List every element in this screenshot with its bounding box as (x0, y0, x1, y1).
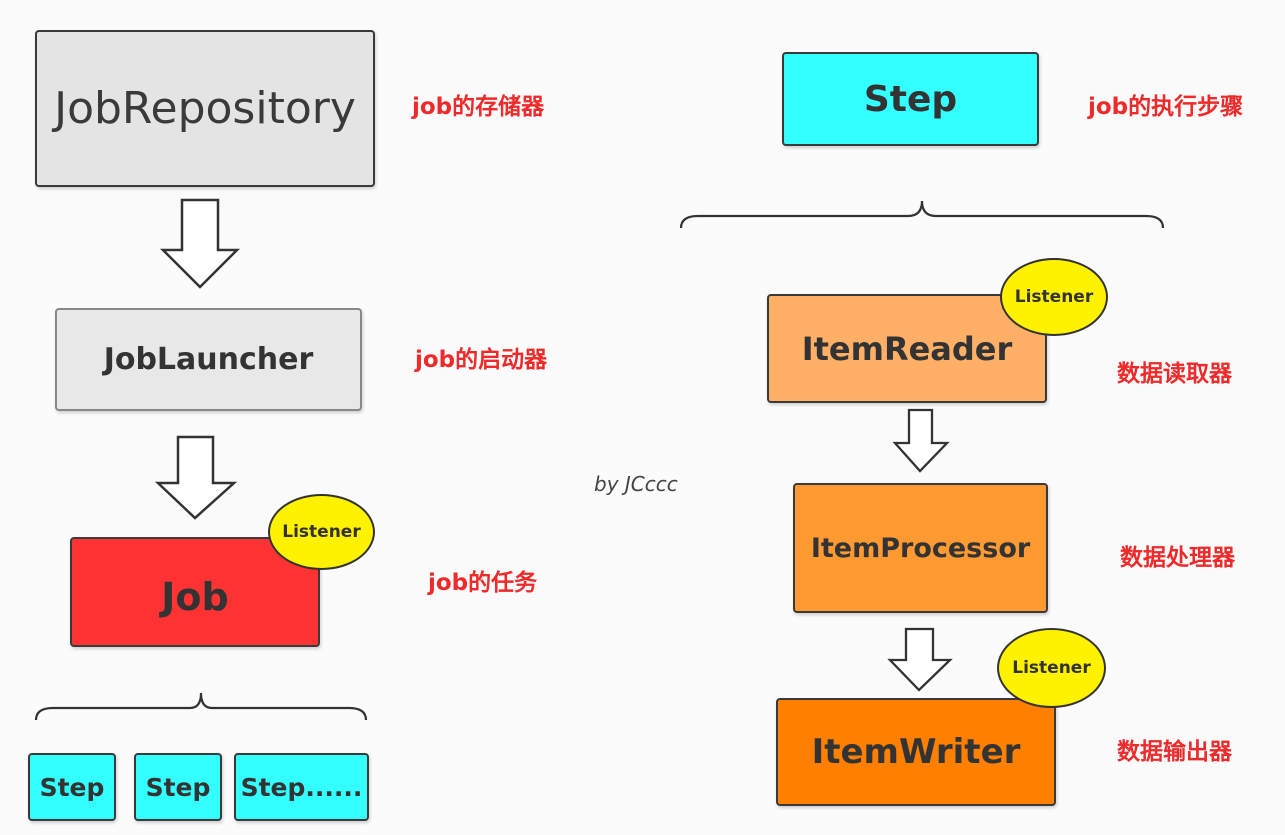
step-label-3: Step...... (240, 772, 363, 802)
step-box-3: Step...... (234, 753, 369, 821)
item-writer-box: ItemWriter (776, 698, 1056, 806)
job-repository-box: JobRepository (35, 30, 375, 187)
item-writer-listener-badge: Listener (997, 628, 1106, 708)
item-writer-listener-label: Listener (1012, 658, 1091, 678)
author-credit: by JCccc (594, 472, 678, 496)
step-label-2: Step (145, 772, 211, 802)
job-listener-label: Listener (282, 522, 361, 542)
item-reader-note: 数据读取器 (1117, 361, 1232, 387)
step-box-1: Step (28, 753, 116, 821)
job-launcher-label: JobLauncher (103, 342, 314, 377)
right-curly-brace (679, 200, 1165, 229)
job-repository-label: JobRepository (54, 83, 356, 134)
step-main-label: Step (863, 78, 958, 120)
item-reader-box: ItemReader (767, 294, 1047, 403)
step-label-1: Step (39, 772, 105, 802)
step-box-2: Step (134, 753, 222, 821)
down-arrow-icon (887, 627, 953, 692)
job-listener-badge: Listener (268, 494, 375, 570)
job-launcher-note: job的启动器 (415, 347, 548, 373)
item-writer-label: ItemWriter (811, 732, 1021, 772)
left-curly-brace (34, 692, 368, 721)
down-arrow-icon (154, 435, 238, 520)
item-processor-note: 数据处理器 (1120, 545, 1235, 571)
down-arrow-icon (892, 408, 950, 473)
step-box-main: Step (782, 52, 1039, 146)
item-reader-listener-label: Listener (1014, 287, 1094, 307)
job-note: job的任务 (428, 570, 538, 596)
step-note: job的执行步骤 (1088, 94, 1244, 120)
job-launcher-box: JobLauncher (55, 308, 362, 411)
item-reader-listener-badge: Listener (1000, 258, 1108, 336)
job-repository-note: job的存储器 (412, 94, 545, 120)
item-reader-label: ItemReader (801, 329, 1013, 368)
item-processor-box: ItemProcessor (793, 483, 1048, 613)
item-writer-note: 数据输出器 (1117, 739, 1232, 765)
job-label: Job (161, 575, 229, 619)
down-arrow-icon (159, 198, 241, 289)
item-processor-label: ItemProcessor (810, 532, 1031, 564)
